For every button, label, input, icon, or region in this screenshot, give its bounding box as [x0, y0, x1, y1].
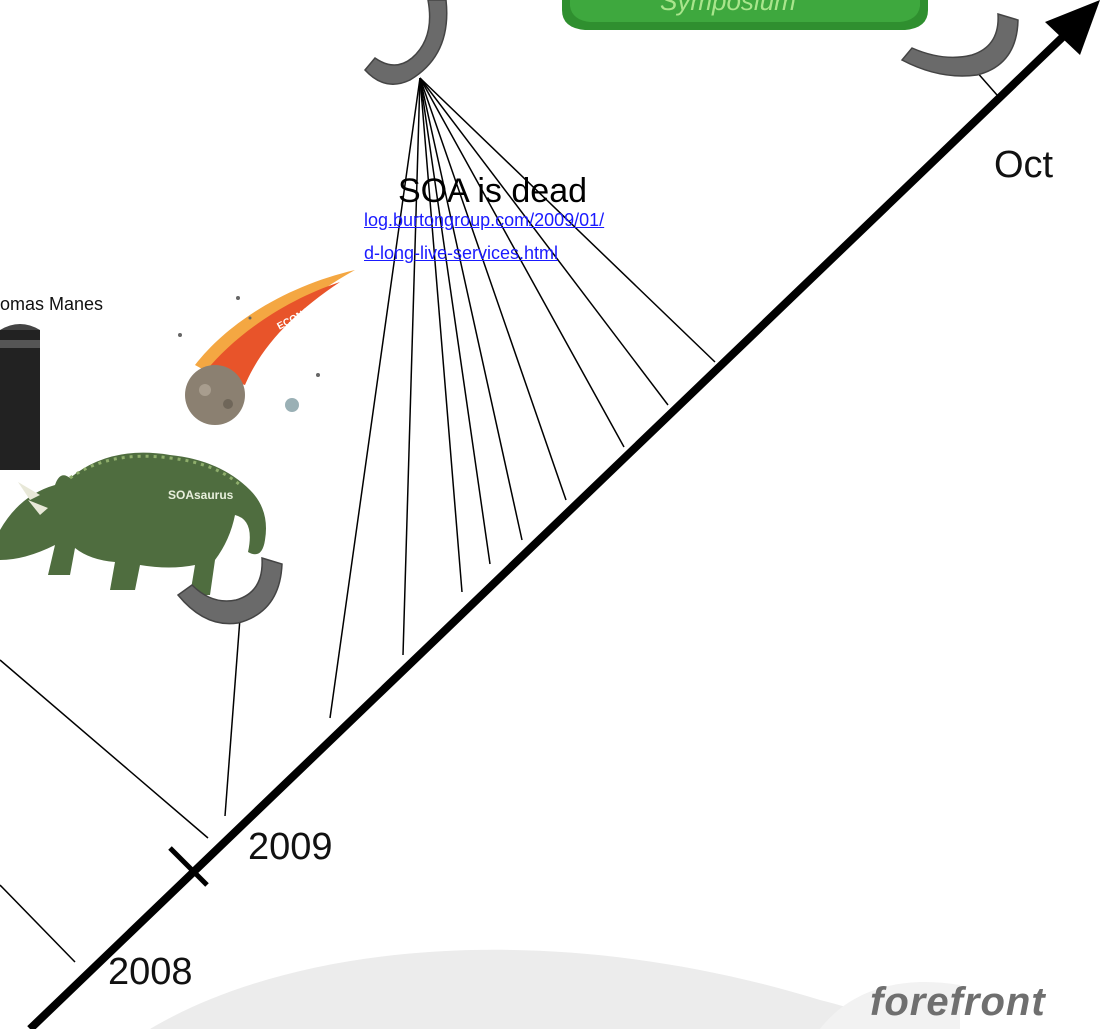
connector-line [402, 77, 421, 656]
timeline-axis [27, 0, 1100, 1029]
connector-line [329, 77, 421, 719]
cylinder-illustration [0, 324, 40, 470]
meteor-illustration [178, 270, 355, 425]
connector-line-2009 [0, 659, 209, 839]
bracket-top [364, 0, 448, 85]
connector-line [419, 77, 463, 593]
symposium-badge [562, 0, 928, 30]
source-link-line-1[interactable]: log.burtongroup.com/2009/01/ [364, 210, 605, 230]
author-name: omas Manes [0, 294, 104, 314]
year-tick-2009 [168, 846, 209, 887]
headline-title: SOA is dead [398, 172, 588, 210]
connector-line [419, 77, 491, 565]
year-label-2008: 2008 [108, 951, 193, 993]
year-label-2009: 2009 [248, 826, 333, 868]
bracket-oct [900, 12, 1019, 77]
connector-line [419, 77, 669, 406]
connector-line [419, 77, 716, 363]
connector-line [419, 77, 625, 448]
background-swoosh [150, 949, 900, 1029]
month-label-oct: Oct [994, 144, 1054, 186]
connector-line [419, 77, 523, 541]
connector-line-2008 [0, 884, 76, 963]
forefront-logo: forefront [870, 980, 1046, 1024]
bracket-mid [176, 556, 283, 625]
background-swoosh-2 [820, 981, 960, 1029]
dinosaur-label: SOAsaurus [168, 488, 234, 502]
source-link-line-2[interactable]: d-long-live-services.html [364, 243, 559, 263]
axis-arrowhead [1045, 0, 1100, 55]
symposium-badge-text: Symposium [660, 0, 796, 16]
dinosaur-illustration [0, 452, 266, 595]
connector-lines [329, 77, 716, 719]
connector-line-mid-bracket [224, 617, 241, 817]
connector-line [419, 77, 567, 501]
